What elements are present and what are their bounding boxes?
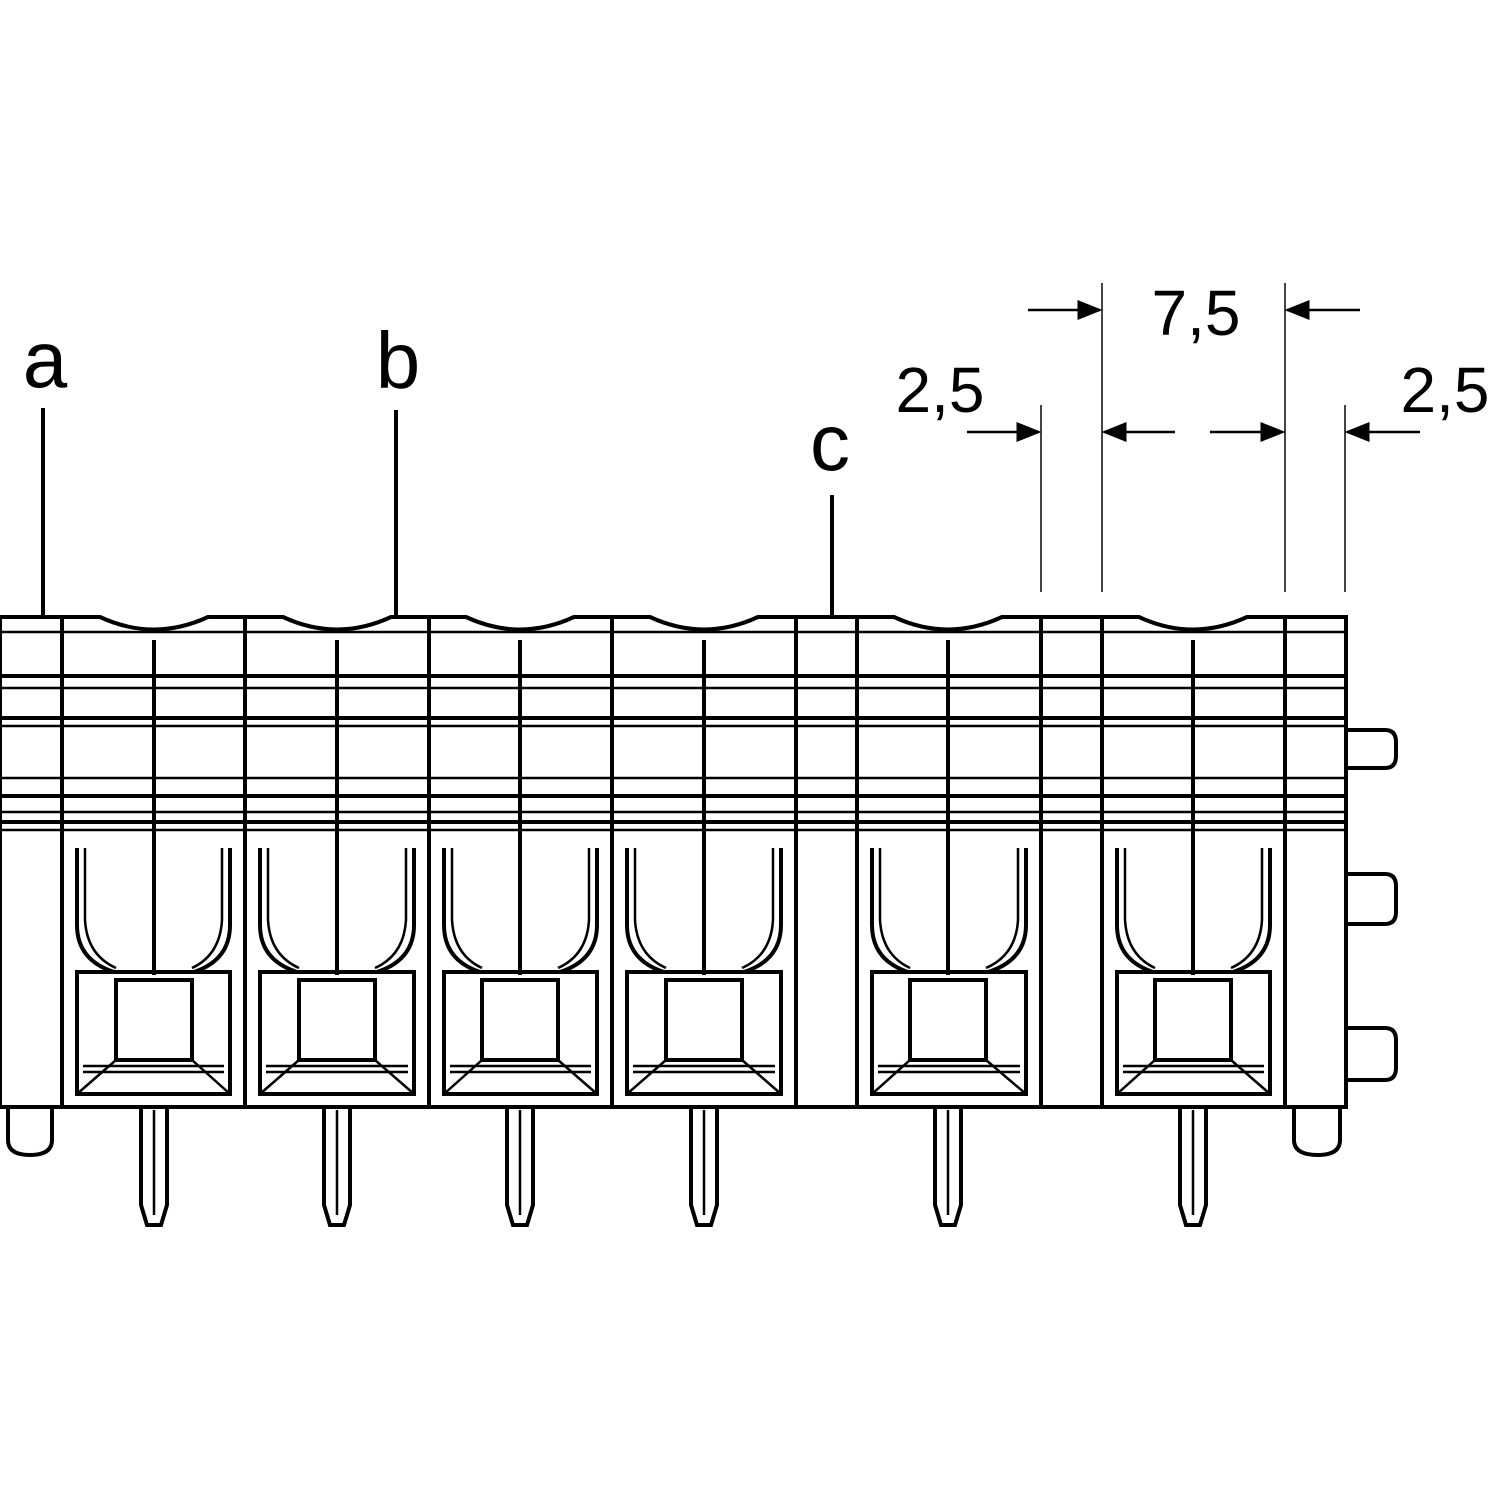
clamp-funnel-inner <box>878 848 911 970</box>
label-b: b <box>376 316 421 405</box>
clamp-funnel-inner <box>1230 848 1264 970</box>
clamp-cage <box>625 970 783 1096</box>
clamp-funnel-inner <box>741 848 775 970</box>
clamp-cage <box>75 970 232 1096</box>
wire-entry <box>908 978 988 1062</box>
wire-entry <box>1153 978 1233 1062</box>
clamp-funnel-inner <box>374 848 408 970</box>
side-peg <box>1346 1026 1398 1082</box>
wire-entry <box>664 978 744 1062</box>
clamp-funnel-inner <box>450 848 483 970</box>
clamp-funnel-inner <box>557 848 591 970</box>
clamp-cage <box>442 970 599 1096</box>
dimension-right-offset-text: 2,5 <box>1401 354 1490 426</box>
wire-entry <box>297 978 377 1062</box>
mounting-peg-right <box>1292 1105 1342 1158</box>
dimension-arrows <box>967 300 1420 442</box>
mounting-peg-left <box>6 1105 54 1158</box>
terminal-block-housing <box>0 615 1398 1227</box>
clamp-cage <box>870 970 1028 1096</box>
dimension-left-offset-text: 2,5 <box>896 354 985 426</box>
clamp-funnel-inner <box>266 848 300 970</box>
housing-outline <box>0 615 1348 1109</box>
clamp-funnel-inner <box>633 848 667 970</box>
wire-entry <box>114 978 194 1062</box>
wire-entry <box>480 978 560 1062</box>
side-peg <box>1346 728 1398 770</box>
label-c: c <box>810 398 850 487</box>
clamp-cage <box>258 970 416 1096</box>
dimension-pitch-text: 7,5 <box>1152 277 1241 349</box>
clamp-funnel-inner <box>985 848 1020 970</box>
clamp-cage <box>1115 970 1272 1096</box>
label-a: a <box>23 315 68 404</box>
side-peg <box>1346 872 1398 926</box>
clamp-funnel-inner <box>83 848 117 970</box>
clamp-funnel-inner <box>191 848 224 970</box>
clamp-funnel-inner <box>1123 848 1156 970</box>
